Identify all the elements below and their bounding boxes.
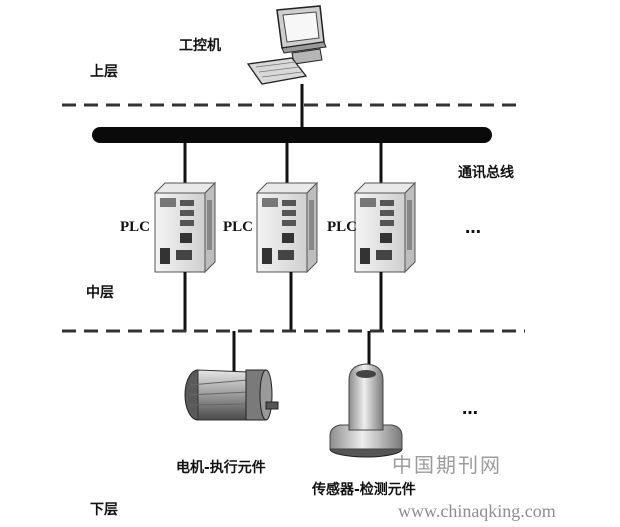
device-ellipsis: … — [462, 399, 478, 418]
plc-1-label: PLC — [120, 219, 150, 235]
watermark-url: www.chinaqking.com — [398, 501, 556, 521]
sensor-label: 传感器-检测元件 — [311, 481, 416, 498]
plc-1-icon — [153, 181, 217, 274]
upper-layer-label: 上层 — [90, 64, 118, 80]
motor-icon — [184, 369, 279, 421]
motor-label: 电机-执行元件 — [176, 459, 266, 476]
ipc-computer-icon — [246, 5, 327, 85]
watermark-cn: 中国期刊网 — [392, 454, 502, 477]
plc-3-label: PLC — [327, 219, 357, 235]
plc-2-label: PLC — [223, 219, 253, 235]
bus-label: 通讯总线 — [458, 164, 514, 181]
plc-ellipsis: … — [465, 218, 481, 237]
ipc-label: 工控机 — [179, 37, 221, 54]
plc-2-icon — [255, 181, 319, 274]
middle-layer-label: 中层 — [86, 284, 114, 301]
sensor-icon — [329, 363, 403, 458]
lower-layer-label: 下层 — [90, 502, 118, 518]
plc-3-icon — [353, 181, 417, 274]
communication-bus — [92, 127, 492, 143]
